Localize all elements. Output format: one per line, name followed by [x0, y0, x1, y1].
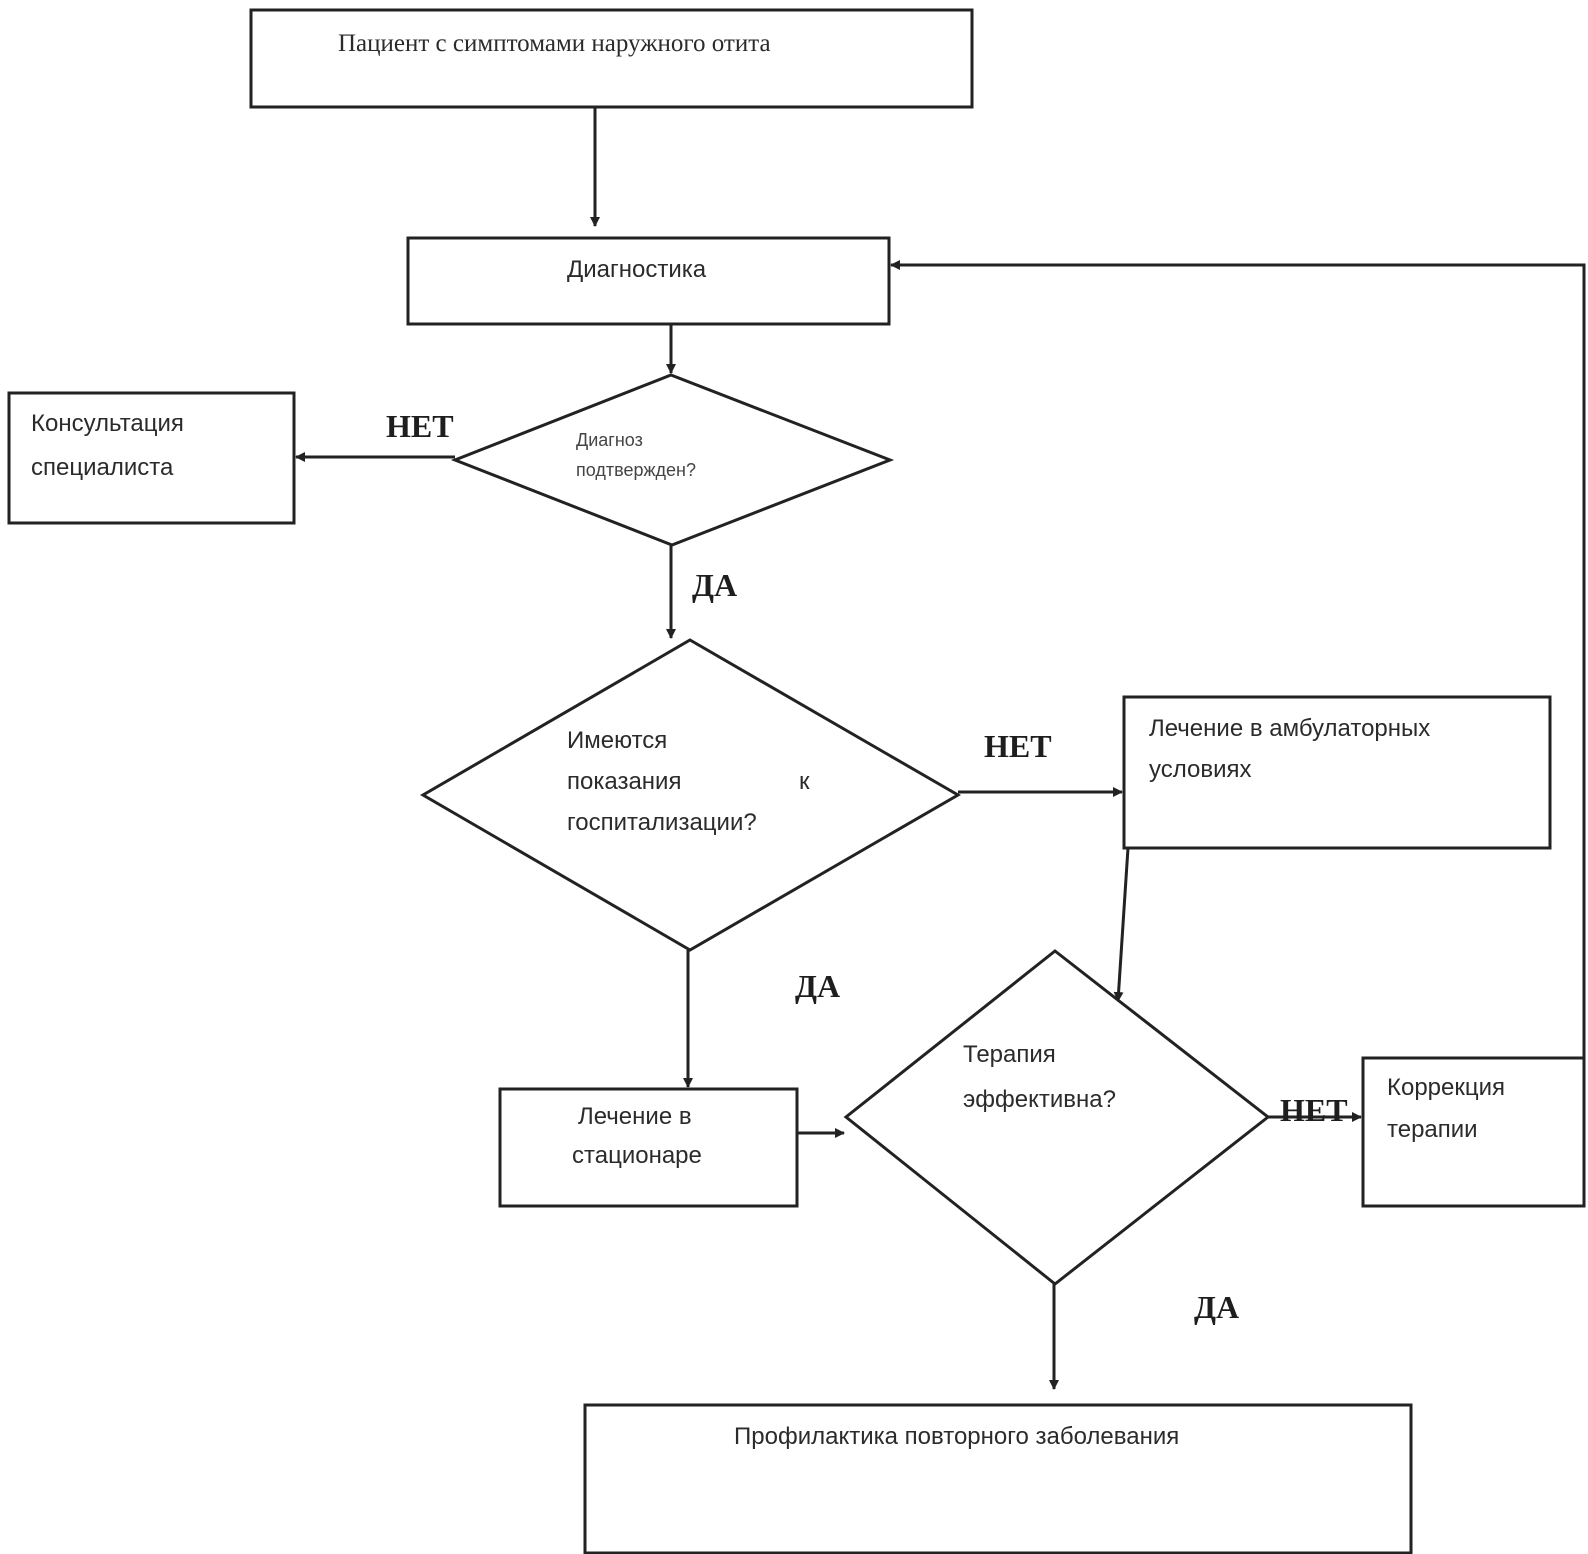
- therapy-effective-line-2: эффективна?: [963, 1086, 1116, 1113]
- diagnosis-confirmed-line-1: Диагноз: [576, 430, 643, 450]
- correction-line-2: терапии: [1387, 1116, 1478, 1143]
- hospital-indications-diamond: [420, 638, 961, 952]
- hospital-indications-line-1: Имеются: [567, 727, 668, 754]
- edge-label-yes-hospital: ДА: [795, 968, 841, 1004]
- specialist-line-2: специалиста: [31, 454, 174, 481]
- diagnosis-confirmed-line-2: подтвержден?: [576, 460, 696, 480]
- edge-label-no-diagnosis: НЕТ: [386, 408, 454, 444]
- outpatient-line-2: условиях: [1149, 756, 1252, 783]
- edge-label-no-hospital: НЕТ: [984, 728, 1052, 764]
- prevention-box: [583, 1403, 1413, 1554]
- diagnostics-text: Диагностика: [567, 256, 707, 283]
- edge-outpatient-therapy: [1113, 847, 1130, 1002]
- edge-label-yes-diagnosis: ДА: [692, 567, 738, 603]
- hospital-indications-line-2b: к: [799, 768, 810, 795]
- therapy-effective-line-1: Терапия: [963, 1041, 1056, 1068]
- edge-label-no-therapy: НЕТ: [1280, 1092, 1348, 1128]
- correction-box: [1361, 1056, 1586, 1208]
- edge-label-yes-therapy: ДА: [1194, 1289, 1240, 1325]
- correction-line-1: Коррекция: [1387, 1074, 1506, 1101]
- specialist-box: [7, 391, 296, 525]
- hospital-indications-line-2: показания: [567, 768, 682, 795]
- patient-box: [249, 8, 974, 109]
- edge-correction-diagnostics: [890, 260, 1586, 1058]
- specialist-line-1: Консультация: [31, 410, 184, 437]
- diagnostics-box: [406, 236, 891, 326]
- patient-text: Пациент с симптомами наружного отита: [338, 30, 771, 57]
- inpatient-line-2: стационаре: [572, 1142, 702, 1169]
- inpatient-box: [498, 1087, 799, 1208]
- hospital-indications-line-3: госпитализации?: [567, 809, 757, 836]
- outpatient-line-1: Лечение в амбулаторных: [1149, 715, 1431, 742]
- prevention-text: Профилактика повторного заболевания: [734, 1423, 1180, 1450]
- outpatient-box: [1122, 695, 1552, 850]
- inpatient-line-1: Лечение в: [578, 1103, 692, 1130]
